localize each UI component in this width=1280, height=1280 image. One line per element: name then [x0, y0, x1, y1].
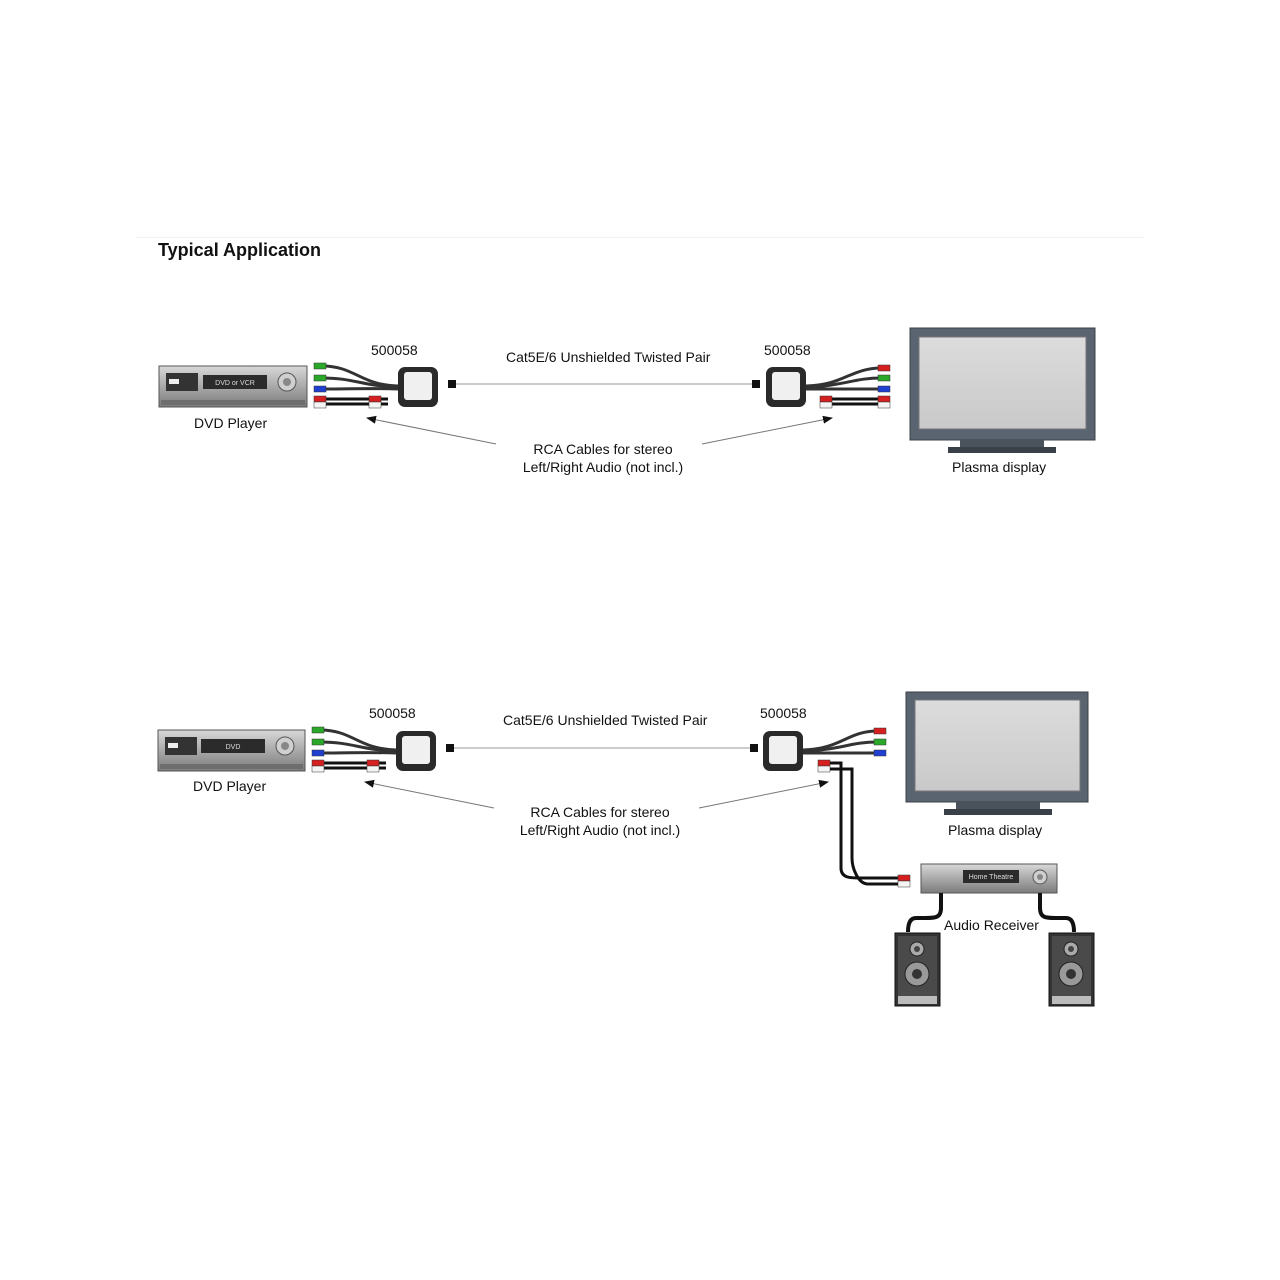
cable-label: Cat5E/6 Unshielded Twisted Pair: [503, 712, 708, 728]
diagram-1: DVD or VCR: [158, 327, 1096, 453]
rca-note-line-1: RCA Cables for stereo: [530, 804, 670, 820]
rca-note-line-2: Left/Right Audio (not incl.): [519, 822, 681, 838]
plasma-display-label: Plasma display: [948, 822, 1043, 838]
cat5-cable: [448, 380, 760, 388]
rca-cable-bundle-left: [321, 364, 399, 406]
rca-cable-bundle-right: [805, 366, 883, 406]
rca-plugs-right: [817, 727, 887, 773]
rca-note-arrows: [366, 415, 833, 445]
dvd-screen-text: DVD: [226, 744, 241, 751]
rca-plugs-left: [311, 726, 380, 773]
cat5-cable: [446, 744, 758, 752]
balun-500058-right: [766, 367, 806, 407]
balun-500058-right: [763, 731, 803, 771]
rca-cable-bundle-right: [802, 729, 879, 755]
section-title: Typical Application: [158, 240, 322, 260]
speaker-right: [1048, 932, 1095, 1007]
dvd-player-label: DVD Player: [193, 778, 267, 794]
dvd-screen-text: DVD or VCR: [215, 380, 255, 387]
balun-right-label: 500058: [760, 705, 807, 721]
speaker-wires: [906, 893, 1076, 933]
plasma-display-label: Plasma display: [952, 459, 1047, 475]
balun-500058-left: [398, 367, 438, 407]
rca-cable-bundle-left: [319, 728, 397, 770]
balun-left-label: 500058: [371, 342, 418, 358]
rca-plugs-receiver: [897, 874, 911, 888]
plasma-display-device: [909, 327, 1096, 453]
balun-left-label: 500058: [369, 705, 416, 721]
plasma-display-device: [905, 691, 1089, 815]
receiver-screen-text: Home Theatre: [969, 874, 1014, 881]
dvd-player-label: DVD Player: [194, 415, 268, 431]
audio-receiver-device: Home Theatre: [920, 863, 1058, 894]
diagram-2: DVD: [157, 691, 1095, 1007]
rca-note-arrows: [364, 779, 829, 809]
speaker-left: [894, 932, 941, 1007]
rca-note-line-2: Left/Right Audio (not incl.): [522, 459, 684, 475]
balun-500058-left: [396, 731, 436, 771]
audio-receiver-label: Audio Receiver: [944, 917, 1039, 933]
rca-note-line-1: RCA Cables for stereo: [533, 441, 673, 457]
header-rule: [135, 237, 1145, 238]
rca-plugs-right: [819, 364, 891, 409]
cable-label: Cat5E/6 Unshielded Twisted Pair: [506, 349, 711, 365]
rca-plugs-left: [313, 362, 382, 409]
audio-cable-to-receiver: [830, 761, 900, 886]
dvd-player-device: DVD: [157, 729, 306, 772]
balun-right-label: 500058: [764, 342, 811, 358]
dvd-player-device: DVD or VCR: [158, 365, 308, 408]
